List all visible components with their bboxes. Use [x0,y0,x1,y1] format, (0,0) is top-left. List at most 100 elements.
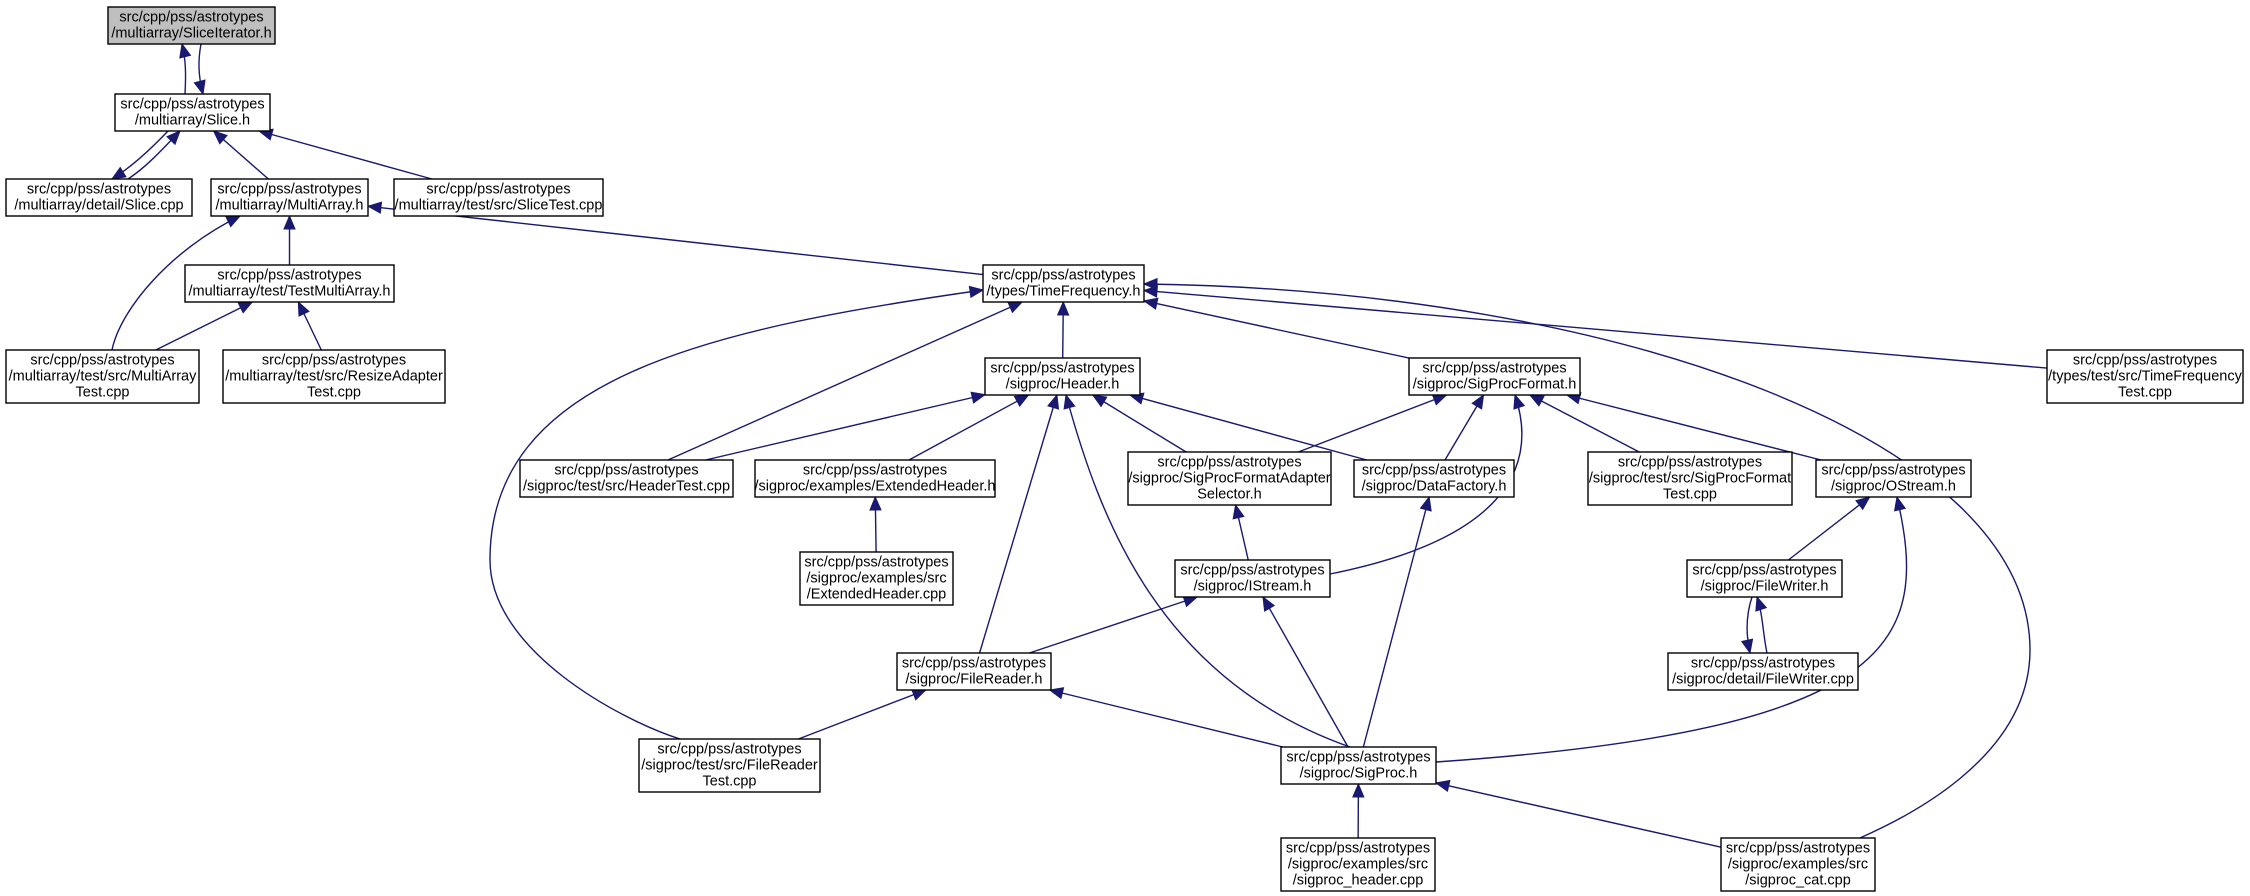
node-filewriter_cpp[interactable]: src/cpp/pss/astrotypes/sigproc/detail/Fi… [1667,652,1859,691]
node-box [1686,559,1843,598]
node-sigproc_header_cpp[interactable]: src/cpp/pss/astrotypes/sigproc/examples/… [1280,837,1436,892]
arrowhead-filewriter_cpp--filewriter_h [1740,638,1754,655]
arrowhead-filereader_h--sigproc_h [1048,687,1065,700]
node-label-line: /sigproc/examples/ExtendedHeader.h [754,479,995,495]
arrowhead-multiarray_h--multiarraytest_cpp [225,215,242,228]
node-sigprocformat_h[interactable]: src/cpp/pss/astrotypes/sigproc/SigProcFo… [1408,357,1581,396]
node-box [982,264,1145,303]
node-sigprocformattest_cpp[interactable]: src/cpp/pss/astrotypes/sigproc/test/src/… [1587,451,1793,506]
node-timefrequencytest_cpp[interactable]: src/cpp/pss/astrotypes/types/test/src/Ti… [2046,349,2244,404]
node-label-line: /sigproc/SigProc.h [1300,766,1418,782]
node-label-line: src/cpp/pss/astrotypes [1726,841,1870,857]
node-label-line: /sigproc/IStream.h [1194,579,1312,595]
node-label-line: /sigproc/detail/FileWriter.cpp [1672,672,1854,688]
edges-layer [110,42,2048,848]
node-detail_slice_cpp[interactable]: src/cpp/pss/astrotypes/multiarray/detail… [5,178,193,217]
node-extendedheader_cpp[interactable]: src/cpp/pss/astrotypes/sigproc/examples/… [799,551,954,606]
node-box [1408,357,1581,396]
edge-sigprocformat_h--sigprocformattest_cpp [1529,394,1640,453]
node-label-line: /multiarray/test/src/SliceTest.cpp [395,198,603,214]
node-istream_h[interactable]: src/cpp/pss/astrotypes/sigproc/IStream.h [1174,559,1331,598]
node-label-line: Test.cpp [1663,487,1717,503]
node-label-line: src/cpp/pss/astrotypes [426,182,570,198]
node-label-line: /sigproc/OStream.h [1831,479,1956,495]
edge-ostream_h--filewriter_h [1787,496,1871,561]
node-slicetest_cpp[interactable]: src/cpp/pss/astrotypes/multiarray/test/s… [393,178,604,217]
node-label-line: src/cpp/pss/astrotypes [1692,563,1836,579]
node-ostream_h[interactable]: src/cpp/pss/astrotypes/sigproc/OStream.h [1815,459,1972,498]
node-extendedheader_h[interactable]: src/cpp/pss/astrotypes/sigproc/examples/… [754,459,996,498]
arrowhead-timefrequency_h--sigproc_cat_cpp [1142,277,1158,291]
edge-header_h--extendedheader_h [908,394,1029,461]
edge-testmultiarray_h--multiarraytest_cpp [155,301,253,351]
node-label-line: src/cpp/pss/astrotypes [657,742,801,758]
node-box [638,738,821,793]
edge-sigprocformat_h--istream_h [1329,394,1523,575]
arrowhead-ostream_h--filewriter_h [1855,496,1871,511]
node-label-line: src/cpp/pss/astrotypes [991,268,1135,284]
node-box [799,551,954,606]
edge-header_h--formatadapterselector_h [1092,394,1187,453]
arrowhead-header_h--extendedheader_h [1013,394,1030,407]
node-sigproc_h[interactable]: src/cpp/pss/astrotypes/sigproc/SigProc.h [1280,746,1437,785]
arrowhead-testmultiarray_h--multiarraytest_cpp [237,301,254,314]
node-label-line: /multiarray/SliceIterator.h [111,26,271,42]
edge-header_h--sigproc_h [1065,394,1351,748]
node-multiarraytest_cpp[interactable]: src/cpp/pss/astrotypes/multiarray/test/s… [5,349,200,404]
edge-filereader_h--sigproc_h [1049,689,1283,748]
node-label-line: src/cpp/pss/astrotypes [1821,463,1965,479]
node-label-line: /multiarray/Slice.h [135,113,250,129]
node-box [184,264,395,303]
node-label-line: src/cpp/pss/astrotypes [803,463,947,479]
node-label-line: /sigproc/examples/src [806,571,946,587]
node-box [1815,459,1972,498]
arrowhead-slice_iterator_h--slice_h [193,79,206,96]
node-label-line: src/cpp/pss/astrotypes [120,97,264,113]
node-box [107,6,276,45]
nodes-layer: src/cpp/pss/astrotypes/multiarray/SliceI… [5,6,2244,892]
arrowhead-timefrequency_h--headertest_cpp [1007,301,1024,314]
node-testmultiarray_h[interactable]: src/cpp/pss/astrotypes/multiarray/test/T… [184,264,395,303]
edge-timefrequency_h--timefrequencytest_cpp [1143,289,2048,369]
node-filereadertest_cpp[interactable]: src/cpp/pss/astrotypes/sigproc/test/src/… [638,738,821,793]
node-sigproc_cat_cpp[interactable]: src/cpp/pss/astrotypes/sigproc/examples/… [1720,837,1876,892]
node-box [5,178,193,217]
arrowhead-filereader_h--filereadertest_cpp [911,689,928,701]
arrowhead-sigprocformat_h--formatadapterselector_h [1431,394,1448,406]
node-label-line: src/cpp/pss/astrotypes [554,463,698,479]
node-filewriter_h[interactable]: src/cpp/pss/astrotypes/sigproc/FileWrite… [1686,559,1843,598]
node-filereader_h[interactable]: src/cpp/pss/astrotypes/sigproc/FileReade… [896,652,1052,691]
node-headertest_cpp[interactable]: src/cpp/pss/astrotypes/sigproc/test/src/… [519,459,734,498]
node-label-line: src/cpp/pss/astrotypes [217,182,361,198]
node-label-line: Test.cpp [307,385,361,401]
node-formatadapterselector_h[interactable]: src/cpp/pss/astrotypes/sigproc/SigProcFo… [1127,451,1332,506]
node-label-line: src/cpp/pss/astrotypes [1157,455,1301,471]
node-label-line: /sigproc/examples/src [1728,857,1868,873]
node-datafactory_h[interactable]: src/cpp/pss/astrotypes/sigproc/DataFacto… [1353,459,1515,498]
node-multiarray_h[interactable]: src/cpp/pss/astrotypes/multiarray/MultiA… [210,178,369,217]
arrowhead-ostream_h--sigproc_h [1893,495,1907,512]
node-box [2046,349,2244,404]
arrowhead-slice_h--detail_slice_cpp [166,130,181,146]
node-label-line: Selector.h [1197,487,1262,503]
node-resizeadaptertest_cpp[interactable]: src/cpp/pss/astrotypes/multiarray/test/s… [222,349,446,404]
node-label-line: src/cpp/pss/astrotypes [119,10,263,26]
node-timefrequency_h[interactable]: src/cpp/pss/astrotypes/types/TimeFrequen… [982,264,1145,303]
node-box [222,349,446,404]
node-label-line: src/cpp/pss/astrotypes [1691,656,1835,672]
node-label-line: src/cpp/pss/astrotypes [1618,455,1762,471]
node-box [519,459,734,498]
node-header_h[interactable]: src/cpp/pss/astrotypes/sigproc/Header.h [984,357,1141,396]
arrowhead-multiarray_h--testmultiarray_h [283,214,296,230]
node-label-line: /sigproc_header.cpp [1293,873,1424,889]
arrowhead-slice_h--slice_iterator_h [179,42,192,59]
node-slice_h[interactable]: src/cpp/pss/astrotypes/multiarray/Slice.… [114,93,271,132]
arrowhead-extendedheader_h--extendedheader_cpp [869,495,882,511]
node-label-line: src/cpp/pss/astrotypes [30,353,174,369]
node-slice_iterator_h[interactable]: src/cpp/pss/astrotypes/multiarray/SliceI… [107,6,276,45]
node-label-line: /ExtendedHeader.cpp [807,587,946,603]
arrowhead-datafactory_h--sigproc_h [1419,495,1432,512]
node-box [1174,559,1331,598]
arrowhead-multiarray_h--timefrequency_h [366,201,383,214]
node-label-line: /sigproc/test/src/SigProcFormat [1589,471,1791,487]
